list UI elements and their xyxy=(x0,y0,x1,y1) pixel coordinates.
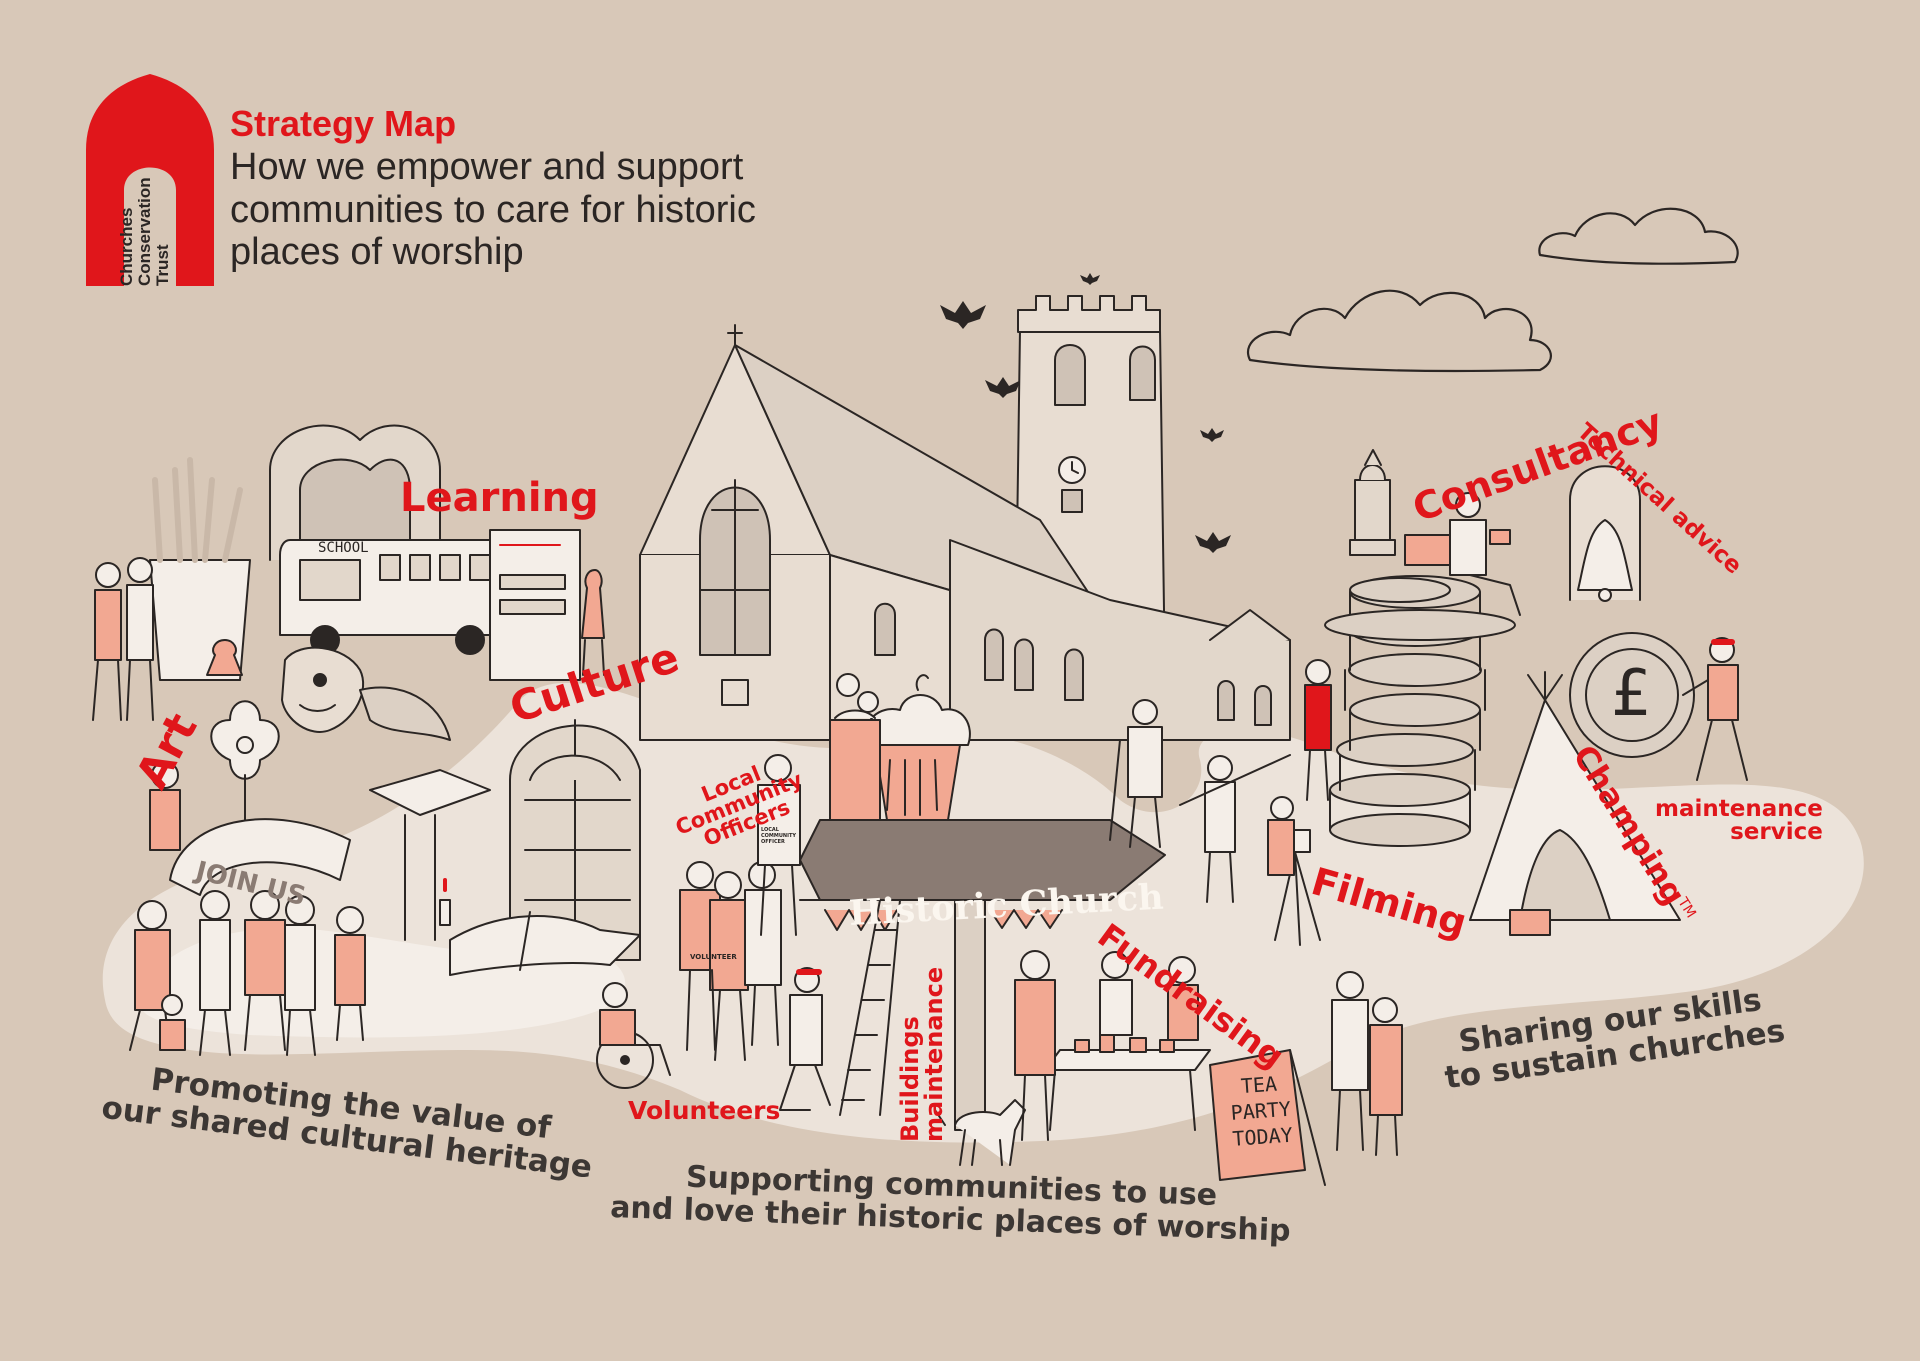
church-door-icon xyxy=(509,719,641,961)
tea-table xyxy=(1014,950,1211,1141)
tea-party-board-icon xyxy=(1209,1049,1326,1186)
dog-icon xyxy=(934,1099,1026,1166)
cupcake-icon xyxy=(865,674,971,821)
logo-text: Churches Conservation Trust xyxy=(117,177,172,286)
flower-icon xyxy=(210,700,280,831)
wheelchair-icon xyxy=(596,982,671,1089)
bat-icon xyxy=(940,273,1231,553)
family-figures xyxy=(92,557,243,721)
volunteers-group xyxy=(596,754,801,1089)
bell-icon xyxy=(1569,465,1641,602)
couple-figures xyxy=(1331,971,1403,1156)
person-pointing xyxy=(581,569,605,676)
tea-party-sign: TEA PARTY TODAY xyxy=(1228,1070,1294,1152)
logo-line: Trust xyxy=(152,244,172,286)
coin-stack-icon xyxy=(1324,575,1516,847)
join-us-banner-shape xyxy=(169,818,351,896)
teepee-icon xyxy=(1469,671,1681,936)
people-group-icon xyxy=(129,761,366,1056)
learning-scene xyxy=(149,424,605,681)
volunteer-shirt-text: VOLUNTEER xyxy=(690,953,737,961)
logo-line: Conservation xyxy=(134,177,154,286)
logo-icon xyxy=(86,74,214,286)
pound-coin-icon xyxy=(1569,632,1695,758)
tea-line: TODAY xyxy=(1231,1122,1294,1151)
ladder-icon xyxy=(779,899,901,1116)
officer-shirt-text: LOCAL COMMUNITY OFFICER xyxy=(761,827,797,845)
coin-pusher-figure xyxy=(1682,637,1748,781)
label-line: maintenance xyxy=(1655,796,1823,822)
filming-scene xyxy=(1109,659,1332,946)
book-icon xyxy=(369,769,641,976)
church-building-icon xyxy=(639,295,1291,741)
label-learning: Learning xyxy=(400,475,599,521)
consultant-figure xyxy=(1404,492,1521,616)
school-sign: SCHOOL xyxy=(318,540,369,556)
tablet-icon xyxy=(489,529,581,681)
donation-jar-icon xyxy=(829,673,881,826)
pound-symbol: £ xyxy=(1611,657,1652,731)
cloud-icon xyxy=(1246,207,1739,373)
logo-line: Churches xyxy=(117,207,136,286)
label-buildings-maintenance: Buildings maintenance xyxy=(896,966,948,1142)
school-bus-icon xyxy=(279,539,511,655)
lantern-icon xyxy=(1349,449,1396,556)
label-volunteers: Volunteers xyxy=(628,1096,781,1125)
page-subtitle: How we empower and support communities t… xyxy=(230,146,756,274)
page-title: Strategy Map xyxy=(230,103,457,144)
label-line: maintenance xyxy=(920,966,948,1142)
label-line: service xyxy=(1730,819,1823,845)
label-maintenance-service: maintenance service xyxy=(1655,798,1823,844)
label-line: Buildings xyxy=(896,1016,924,1142)
gargoyle-icon xyxy=(281,646,451,741)
